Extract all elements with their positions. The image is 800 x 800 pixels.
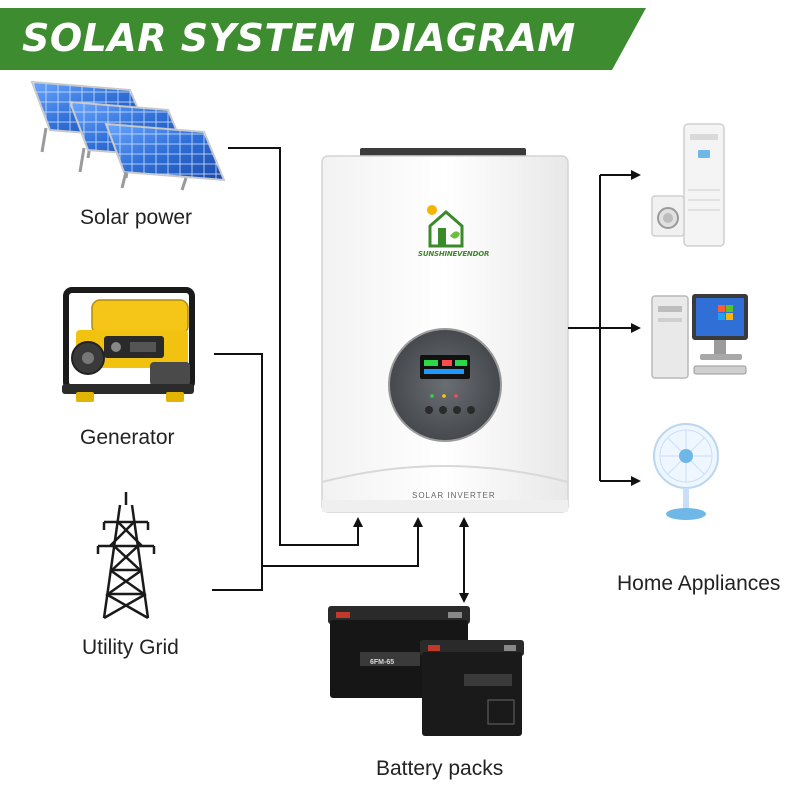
brand-logo-icon bbox=[427, 205, 464, 248]
generator-icon bbox=[62, 287, 195, 402]
utility-grid-tower-icon bbox=[96, 492, 156, 620]
inverter-name-label: SOLAR INVERTER bbox=[412, 491, 496, 500]
utility-grid-label: Utility Grid bbox=[82, 636, 179, 659]
inverter-brand-label: SUNSHINEVENDOR bbox=[418, 250, 490, 258]
solar-inverter-device bbox=[321, 148, 569, 513]
banner-shape bbox=[0, 8, 646, 70]
electric-fan-icon bbox=[653, 423, 719, 520]
home-appliances-label: Home Appliances bbox=[617, 572, 781, 595]
page-title: SOLAR SYSTEM DIAGRAM bbox=[22, 16, 576, 60]
battery-pack-icon-small bbox=[420, 640, 524, 736]
solar-power-label: Solar power bbox=[80, 206, 193, 229]
generator-to-inverter-line bbox=[214, 353, 423, 567]
washing-machine-icon bbox=[651, 195, 685, 237]
battery-model-label: 6FM-65 bbox=[370, 659, 395, 666]
solar-panel-icon bbox=[30, 80, 226, 191]
grid-to-inverter-line bbox=[212, 566, 263, 591]
title-banner bbox=[0, 8, 646, 70]
desktop-computer-icon bbox=[651, 294, 748, 379]
air-conditioner-icon bbox=[683, 123, 725, 247]
battery-packs-label: Battery packs bbox=[376, 757, 504, 780]
generator-label: Generator bbox=[80, 426, 175, 449]
solar-to-inverter-line bbox=[228, 147, 363, 546]
